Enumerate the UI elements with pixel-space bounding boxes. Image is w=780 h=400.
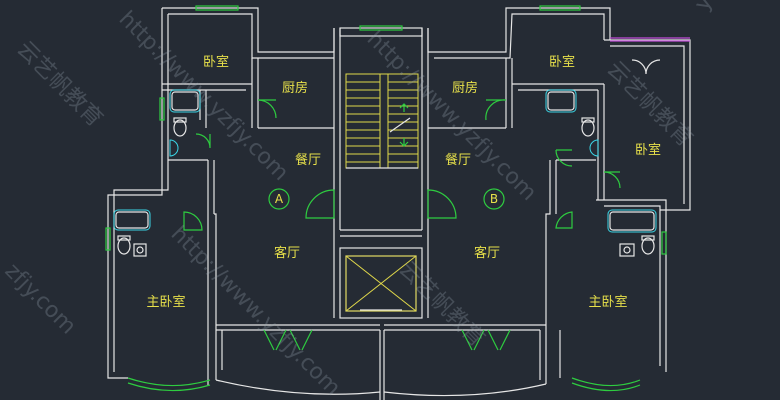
walls-right-unit	[384, 7, 691, 384]
room-labels: 卧室 厨房 餐厅 客厅 主卧室 厨房 餐厅 卧室 卧室 客厅 主卧室	[146, 54, 661, 310]
fixtures	[113, 89, 657, 257]
axis-label-b: B	[490, 192, 498, 206]
room-label-bedroom-left: 卧室	[203, 54, 229, 70]
room-label-dining-left: 餐厅	[295, 152, 321, 168]
watermark-url-1: http://www.yzfjy.com	[114, 7, 293, 186]
axis-bubble-a	[268, 188, 290, 210]
room-label-bedroom-right-top: 卧室	[549, 54, 575, 70]
room-label-living-right: 客厅	[474, 245, 500, 261]
room-label-master-left: 主卧室	[146, 294, 185, 310]
watermark-brand-2: 云艺帆教育	[602, 57, 697, 152]
axis-markers: A B	[268, 188, 505, 210]
axis-bubble-b	[483, 188, 505, 210]
room-label-living-left: 客厅	[274, 245, 300, 261]
axis-label-a: A	[275, 192, 284, 206]
stair-core	[339, 27, 423, 400]
room-label-master-right: 主卧室	[588, 294, 627, 310]
doors	[183, 59, 661, 351]
room-label-bedroom-right-side: 卧室	[635, 142, 661, 158]
room-label-kitchen-left: 厨房	[282, 80, 308, 96]
watermark-corner-left: zfjy.com	[0, 259, 81, 340]
room-label-kitchen-right: 厨房	[452, 80, 478, 96]
room-label-dining-right: 餐厅	[445, 152, 471, 168]
staircase	[345, 73, 419, 169]
watermark-corner-top: yzfjy	[690, 0, 737, 15]
windows	[105, 5, 690, 397]
watermark-brand-1: 云艺帆教育	[12, 37, 107, 132]
walls-left-unit	[107, 7, 380, 385]
watermark-url-3: http://www.yzfjy.com	[166, 222, 345, 400]
watermark-url-2: http://www.yzfjy.com	[362, 27, 541, 206]
